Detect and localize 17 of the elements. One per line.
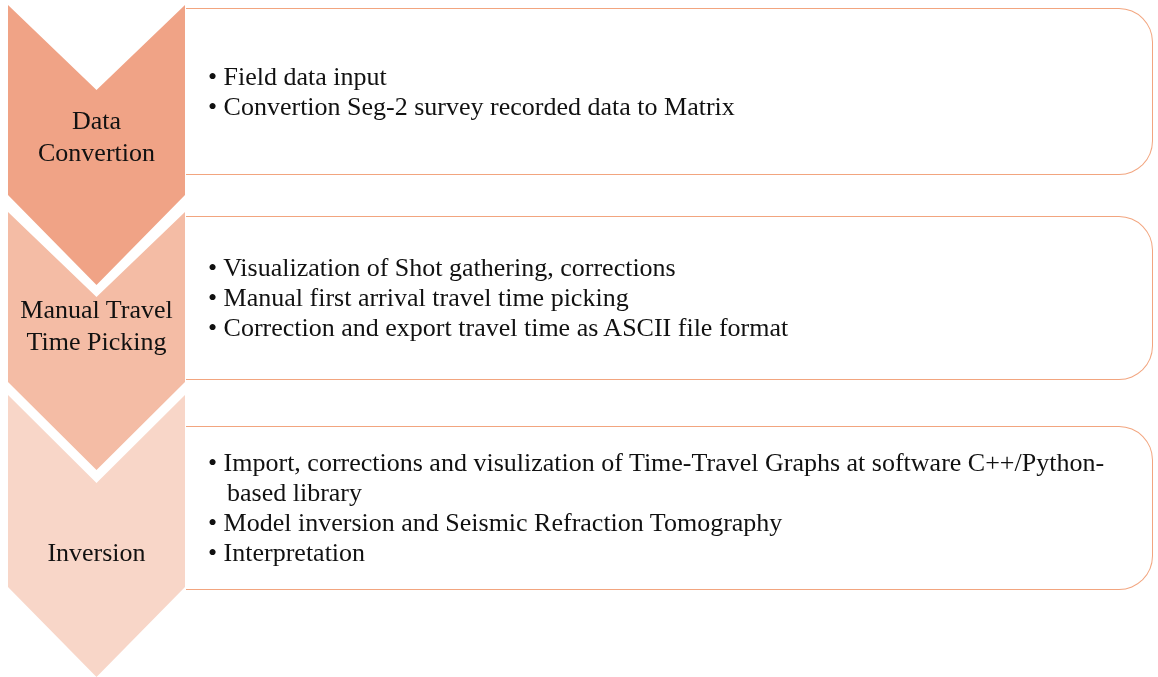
bullet-item: • Field data input [208, 61, 388, 92]
step-panel [186, 8, 1153, 175]
bullet-item: • Import, corrections and visulization of Time-Travel Graphs at software C++/Python-based library [208, 448, 1106, 508]
bullet-item: • Interpretation [208, 538, 367, 568]
bullet-item: • Correction and export travel time as ASCII file format [208, 313, 790, 343]
chevron-shape [8, 5, 185, 285]
step-panel [186, 216, 1153, 380]
bullet-item: • Convertion Seg-2 survey recorded data to Matrix [208, 91, 736, 122]
chevron-shape [8, 212, 185, 470]
chevron-shape [8, 395, 185, 677]
bullet-item: • Manual first arrival travel time picking [208, 283, 630, 313]
bullet-item: • Visualization of Shot gathering, corrections [208, 253, 677, 283]
step-panel [186, 426, 1153, 590]
stage-label: Data Convertion [37, 105, 156, 169]
stage-label: Manual Travel Time Picking [19, 294, 174, 358]
stage-label: Inversion [46, 537, 147, 569]
bullet-item: • Model inversion and Seismic Refraction Tomography [208, 508, 784, 538]
